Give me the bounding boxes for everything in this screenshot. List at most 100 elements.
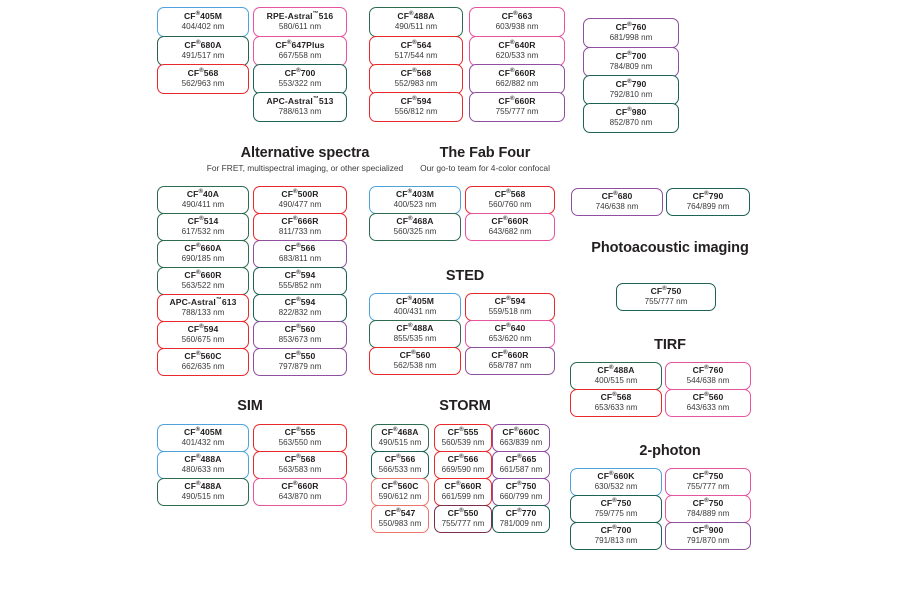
dye-spectra: 555/852 nm xyxy=(278,281,322,291)
dye-spectra: 784/889 nm xyxy=(686,509,730,519)
dye-spectra: 853/673 nm xyxy=(278,335,322,345)
dye-name: CF®566 xyxy=(384,453,416,464)
dye-name: CF®750 xyxy=(505,480,537,491)
dye-name: CF®660C xyxy=(502,426,540,437)
dye-spectra: 562/538 nm xyxy=(393,361,437,371)
section-subtitle-fab-four: Our go-to team for 4-color confocal xyxy=(420,163,550,173)
dye-name: CF®750 xyxy=(692,470,724,481)
dye-spectra: 660/799 nm xyxy=(499,492,543,502)
dye-spectra: 563/550 nm xyxy=(278,438,322,448)
dye-spectra: 490/477 nm xyxy=(278,200,322,210)
section-title-photoacoustic: Photoacoustic imaging xyxy=(591,240,749,256)
dye-spectra: 620/533 nm xyxy=(495,51,539,61)
dye-spectra: 746/638 nm xyxy=(595,202,639,212)
dye-name: CF®750 xyxy=(650,285,682,296)
dye-spectra: 550/983 nm xyxy=(378,519,422,529)
dye-name: CF®405M xyxy=(183,426,223,437)
dye-name: CF®405M xyxy=(395,295,435,306)
dye-name: CF®660R xyxy=(498,67,536,78)
section-title-fab-four: The Fab Four xyxy=(439,145,531,161)
dye-spectra: 755/777 nm xyxy=(441,519,485,529)
dye-spectra: 788/133 nm xyxy=(181,308,225,318)
dye-name: CF®500R xyxy=(281,188,319,199)
dye-spectra: 690/185 nm xyxy=(181,254,225,264)
dye-name: CF®660R xyxy=(491,215,529,226)
